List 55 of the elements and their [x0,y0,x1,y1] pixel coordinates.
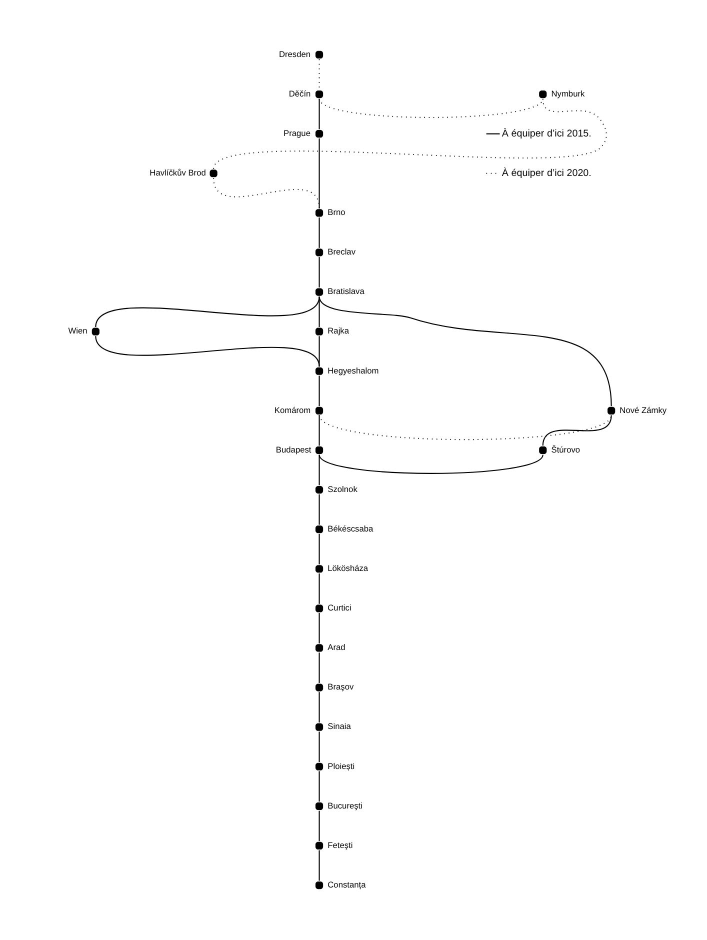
connector [318,494,320,525]
node-label: Bratislava [328,286,364,296]
connector [318,771,320,802]
node-label: Szolnok [328,484,358,494]
connector [318,296,612,406]
node-label: Braşov [328,682,354,692]
connector [318,59,320,90]
connector [318,810,320,842]
legend-label: À équiper d’ici 2020. [502,168,592,179]
node-label: Rajka [328,326,350,336]
node-label: Bucureşti [328,800,362,810]
node-label: Prague [284,128,310,138]
node-label: Hegyeshalom [328,365,379,376]
connector [318,652,320,683]
connector [318,98,320,130]
node-label: Lökösháza [328,563,368,574]
connector [318,692,320,722]
node-label: Budapest [276,444,312,454]
connector [318,534,320,564]
connector [318,336,320,367]
node-label: Havlíčkův Brod [150,168,206,178]
node-label: Nymburk [551,88,585,98]
node-label: Feteşti [328,840,353,850]
connector [318,138,320,208]
node-label: Sinaia [328,721,351,732]
node-label: Wien [68,326,88,336]
node-label: Brno [328,207,346,218]
connector [318,573,320,604]
connector [318,454,320,486]
node-label: Ploiești [328,760,355,771]
connector [95,336,320,367]
connector [318,850,320,881]
connector [318,415,320,446]
node-label: Arad [328,642,346,652]
connector [542,415,612,446]
node-label: Constanța [328,879,366,890]
connector [318,612,320,644]
connector [318,732,320,762]
legend-label: À équiper d’ici 2015. [502,128,592,140]
node-label: Békéscsaba [328,523,374,534]
node-label: Komárom [274,404,311,415]
connector [318,296,320,328]
node-label: Děčín [288,88,311,98]
connector [213,178,320,208]
node-label: Breclav [328,246,356,257]
connector [318,257,320,288]
node-label: Dresden [278,48,311,59]
connector [318,218,320,248]
node-label: Štúrovo [551,444,580,454]
connector [213,98,607,170]
node-label: Nové Zámky [620,404,667,415]
connector [95,296,320,328]
connector [318,376,320,406]
connector [318,454,544,474]
node-label: Curtici [328,602,352,613]
